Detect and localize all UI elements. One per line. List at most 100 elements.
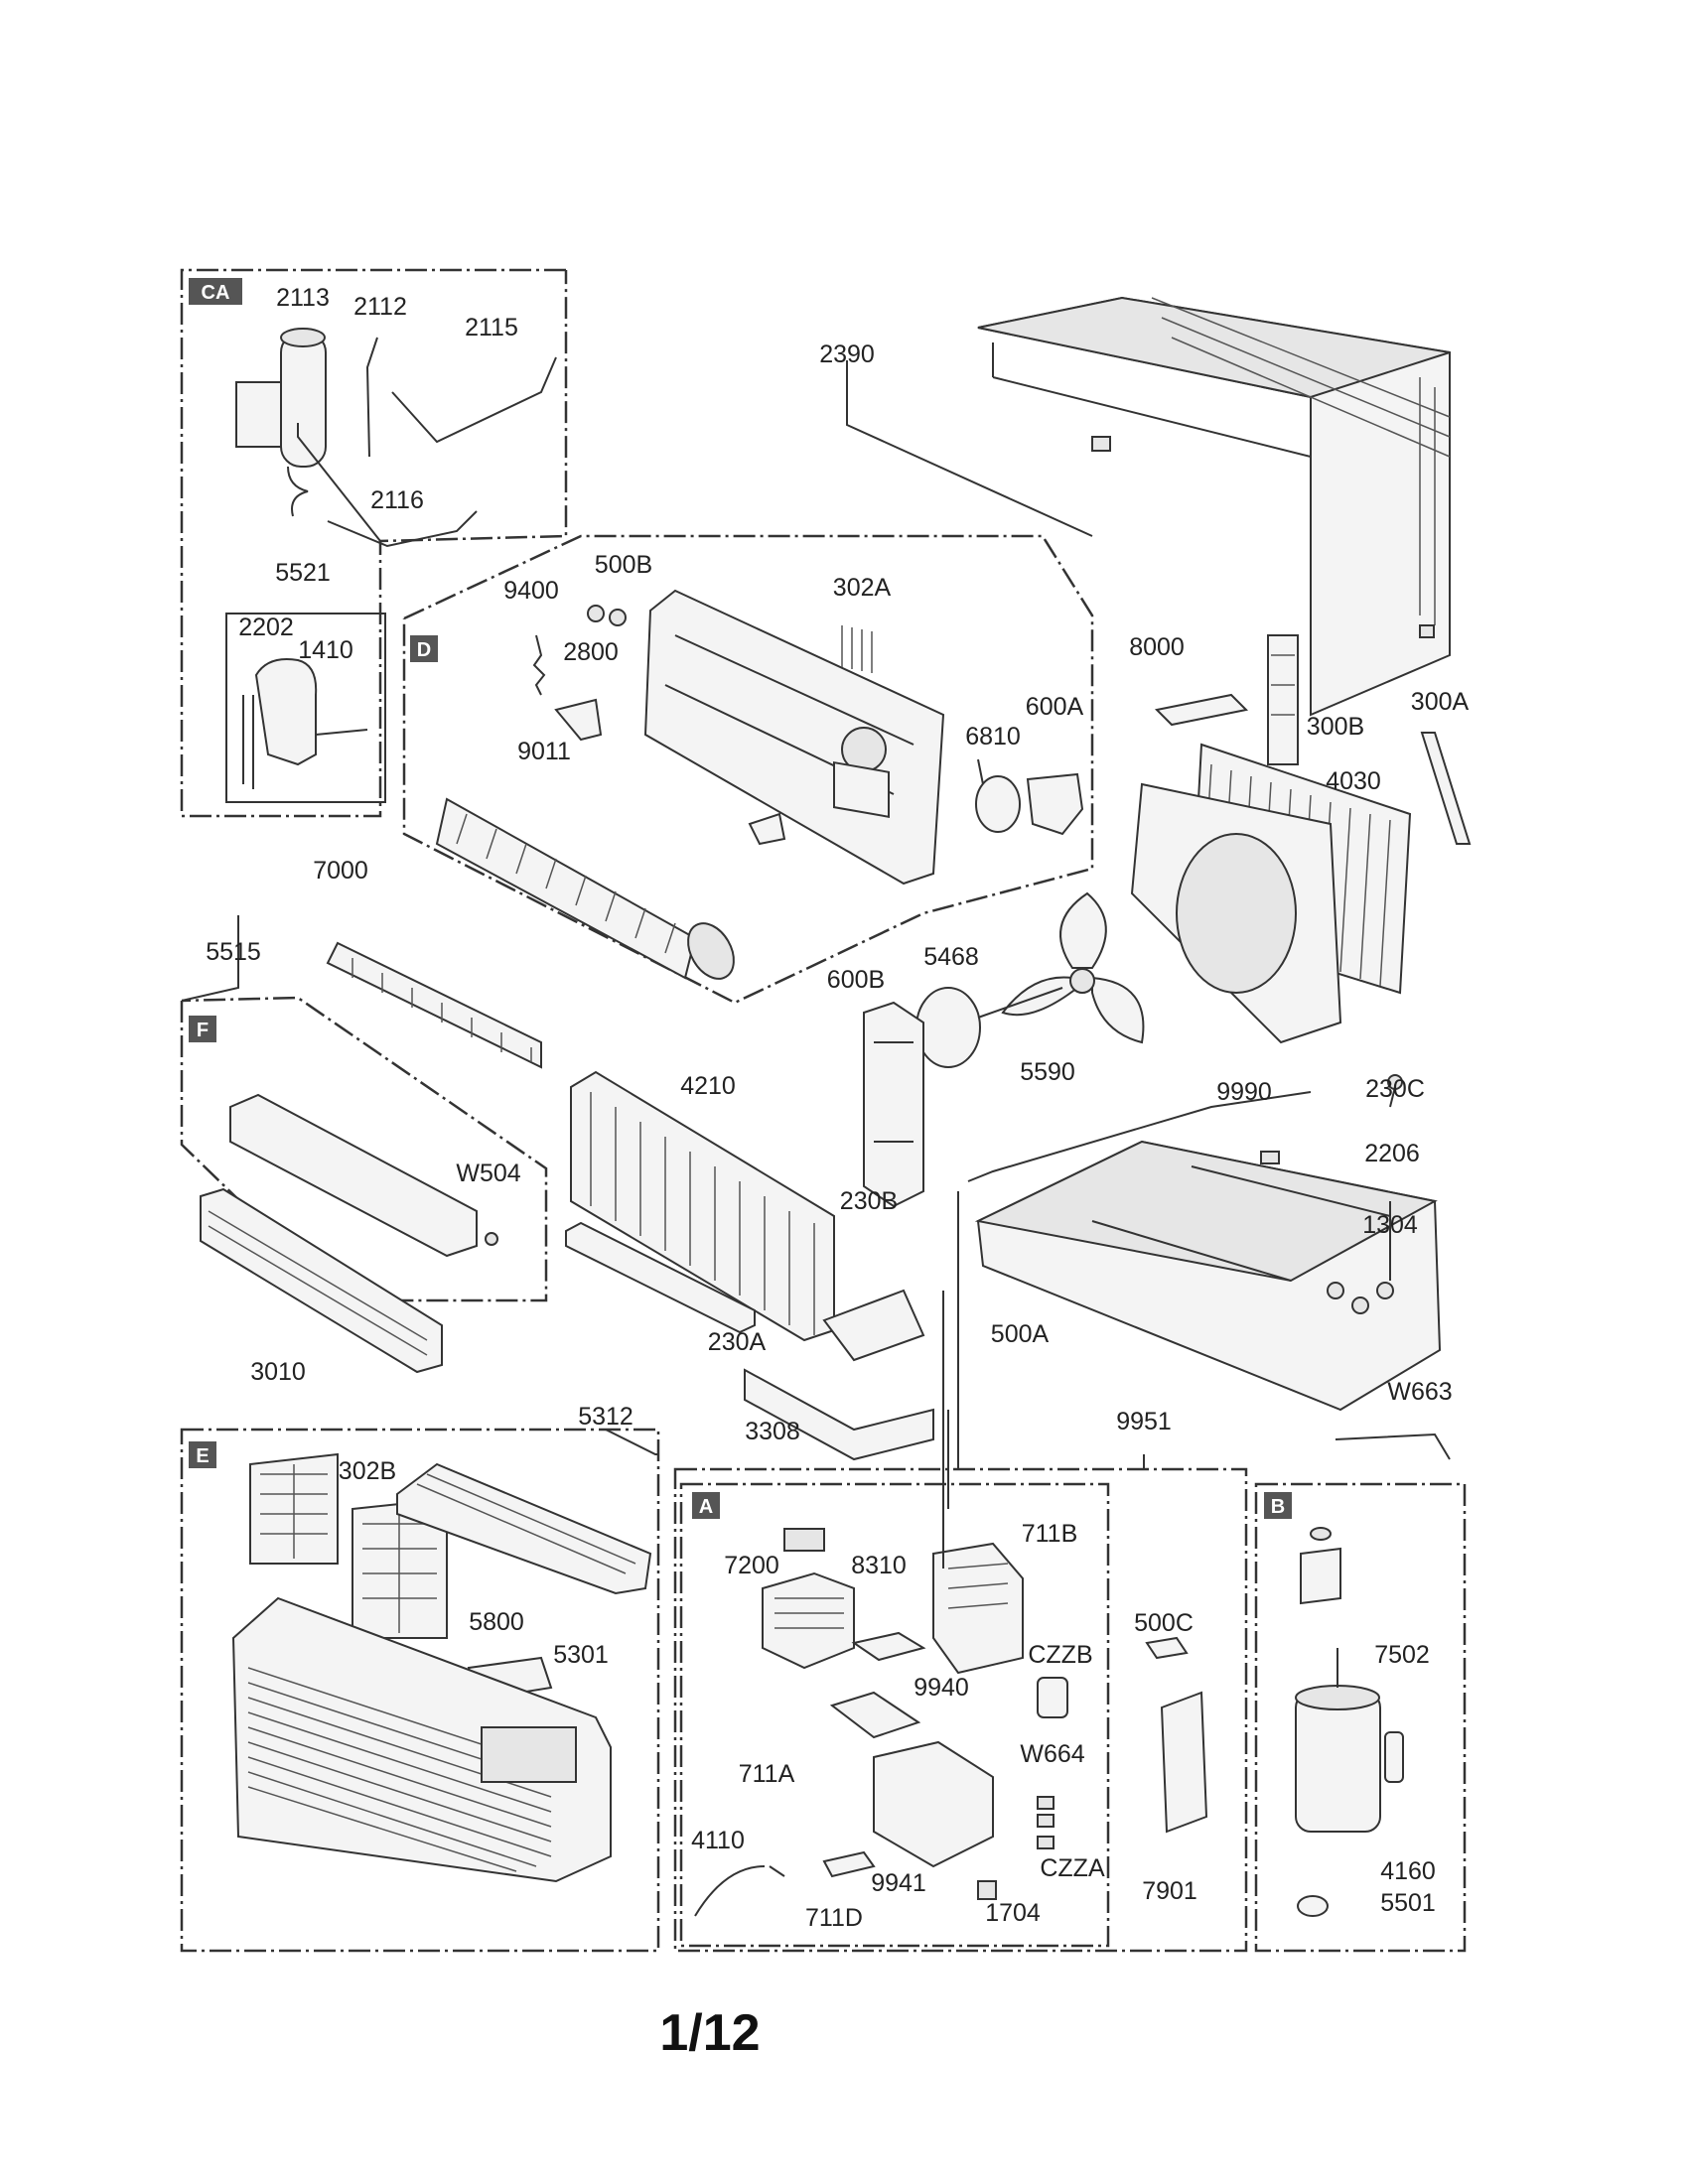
blower-housing-part: [643, 589, 945, 886]
section-a-tag: A: [699, 1496, 713, 1518]
cabinet-sleeve-part: [977, 296, 1451, 717]
accumulator-part: [235, 328, 327, 517]
part-label: 1410: [298, 636, 353, 664]
part-label: 4030: [1326, 767, 1381, 795]
panel-7901: [1160, 1691, 1208, 1834]
section-d-tag: D: [417, 639, 431, 661]
part-label: 4110: [691, 1827, 745, 1854]
part-label: 230A: [708, 1328, 767, 1356]
component-1704: [977, 1880, 997, 1900]
section-b-box: B: [1254, 1482, 1467, 1953]
trim-piece-f: [229, 1093, 498, 1258]
section-e-box: E: [180, 1428, 660, 1953]
pipe-2112: [365, 337, 378, 458]
part-label: 4210: [680, 1072, 736, 1100]
part-label: 600B: [827, 966, 885, 994]
part-label: CZZB: [1028, 1641, 1092, 1669]
bracket-500a: [822, 1289, 925, 1362]
fan-blade-5590: [1001, 891, 1145, 1044]
part-label: 7200: [724, 1552, 779, 1579]
section-f-tag: F: [197, 1020, 209, 1041]
page-number: 1/12: [659, 2004, 760, 2062]
part-label: 500A: [991, 1320, 1050, 1348]
part-label: 8000: [1129, 633, 1185, 661]
power-cord-w663: [1335, 1433, 1451, 1460]
part-label: 5590: [1020, 1058, 1075, 1086]
part-label: 6810: [965, 723, 1021, 751]
part-label: 9951: [1116, 1408, 1172, 1435]
part-label: 1304: [1362, 1211, 1418, 1239]
filter-302b-left: [249, 1452, 339, 1565]
drain-tray-3308: [565, 1221, 934, 1461]
part-label: 9940: [914, 1674, 969, 1702]
bearing-500b: [587, 605, 627, 626]
part-label: 7502: [1374, 1641, 1430, 1669]
part-label: 711A: [739, 1760, 795, 1788]
part-label: W663: [1387, 1378, 1452, 1406]
part-label: 711D: [805, 1904, 863, 1932]
part-label: 600A: [1026, 693, 1084, 721]
part-label: 3010: [250, 1358, 306, 1386]
part-label: 3308: [745, 1418, 800, 1445]
part-label: W664: [1020, 1740, 1084, 1768]
control-box-7200: [762, 1528, 855, 1670]
motor-bracket-600b: [863, 1001, 924, 1208]
part-labels: 2113 2112 2115 2116 5521 2202 1410 2390 …: [206, 284, 1469, 1932]
part-label: 7901: [1142, 1877, 1197, 1905]
grille-3010: [200, 1187, 443, 1374]
pipe-2116: [327, 510, 478, 548]
section-f-box: F: [180, 996, 548, 1302]
part-label: 2115: [465, 314, 518, 341]
part-label: CZZA: [1040, 1854, 1105, 1882]
section-a-box: A: [673, 1467, 1248, 1953]
part-label: 9990: [1216, 1078, 1272, 1106]
section-b-tag: B: [1271, 1496, 1285, 1518]
motor-mount-600a: [1026, 772, 1084, 836]
part-label: 2113: [276, 284, 330, 312]
part-label: 5312: [578, 1403, 633, 1431]
part-label: 9400: [503, 577, 559, 605]
bracket-9011: [554, 698, 786, 846]
seal-300a: [1420, 732, 1472, 845]
front-panel-e: [231, 1596, 612, 1883]
bracket-9940: [873, 1740, 994, 1868]
pcb-711d: [822, 1850, 876, 1878]
capacitor-czzb: [1037, 1677, 1068, 1718]
pcb-8310: [851, 1631, 926, 1662]
part-label: 2390: [819, 341, 875, 368]
part-label: 5301: [553, 1641, 609, 1669]
part-label: 2112: [353, 293, 407, 321]
part-label: 2206: [1364, 1140, 1420, 1167]
fan-motor-5468: [915, 987, 1063, 1068]
part-label: 5521: [275, 559, 331, 587]
spring-9400: [532, 634, 546, 696]
part-label: 5515: [206, 938, 261, 966]
section-ca-tag: CA: [202, 282, 230, 304]
part-label: 2202: [238, 614, 294, 641]
part-label: 230C: [1365, 1075, 1425, 1103]
pcb-711a: [829, 1691, 921, 1739]
base-pan-1304: [974, 1140, 1442, 1412]
part-label: 230B: [840, 1187, 898, 1215]
part-label: 300B: [1307, 713, 1364, 741]
leader-lines: [181, 360, 1396, 1569]
part-label: 8310: [851, 1552, 907, 1579]
part-label: 2800: [563, 638, 619, 666]
compressor-4160: [1295, 1648, 1404, 1833]
part-label: 5501: [1380, 1889, 1436, 1917]
part-label: 9941: [871, 1869, 926, 1897]
part-label: 7000: [313, 857, 368, 885]
part-label: 1704: [985, 1899, 1041, 1927]
part-label: 4160: [1380, 1857, 1436, 1885]
fan-motor-6810: [975, 758, 1021, 833]
part-label: 300A: [1411, 688, 1470, 716]
part-label: 2116: [370, 486, 424, 514]
part-label: W504: [456, 1160, 520, 1187]
part-label: 302B: [339, 1457, 396, 1485]
valve-assembly-part: [225, 613, 386, 803]
pipe-2115: [391, 356, 557, 444]
louver-7000: [326, 941, 542, 1069]
shroud-9990: [1130, 782, 1342, 1044]
louver-5312: [396, 1462, 652, 1595]
